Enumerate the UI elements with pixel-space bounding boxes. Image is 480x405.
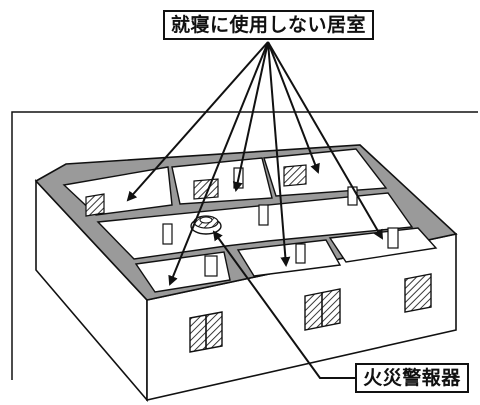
interior-door xyxy=(258,204,269,226)
unused-rooms-label: 就寝に使用しない居室 xyxy=(163,10,374,40)
fire-alarm-icon xyxy=(190,215,222,235)
alarm-arrow xyxy=(212,230,355,379)
room-center xyxy=(96,192,414,260)
interior-door xyxy=(162,223,173,245)
room-back-middle xyxy=(171,157,273,205)
interior-window xyxy=(85,193,105,217)
frame-line xyxy=(11,111,478,380)
interior-window xyxy=(193,178,219,200)
interior-door xyxy=(204,255,218,277)
interior-door xyxy=(347,186,358,206)
room-arrows xyxy=(126,41,384,286)
exterior-window xyxy=(404,273,432,313)
interior-door xyxy=(387,227,399,249)
interior-window xyxy=(283,164,307,187)
fire-alarm-label: 火災警報器 xyxy=(355,363,469,393)
interior-door xyxy=(295,243,306,264)
